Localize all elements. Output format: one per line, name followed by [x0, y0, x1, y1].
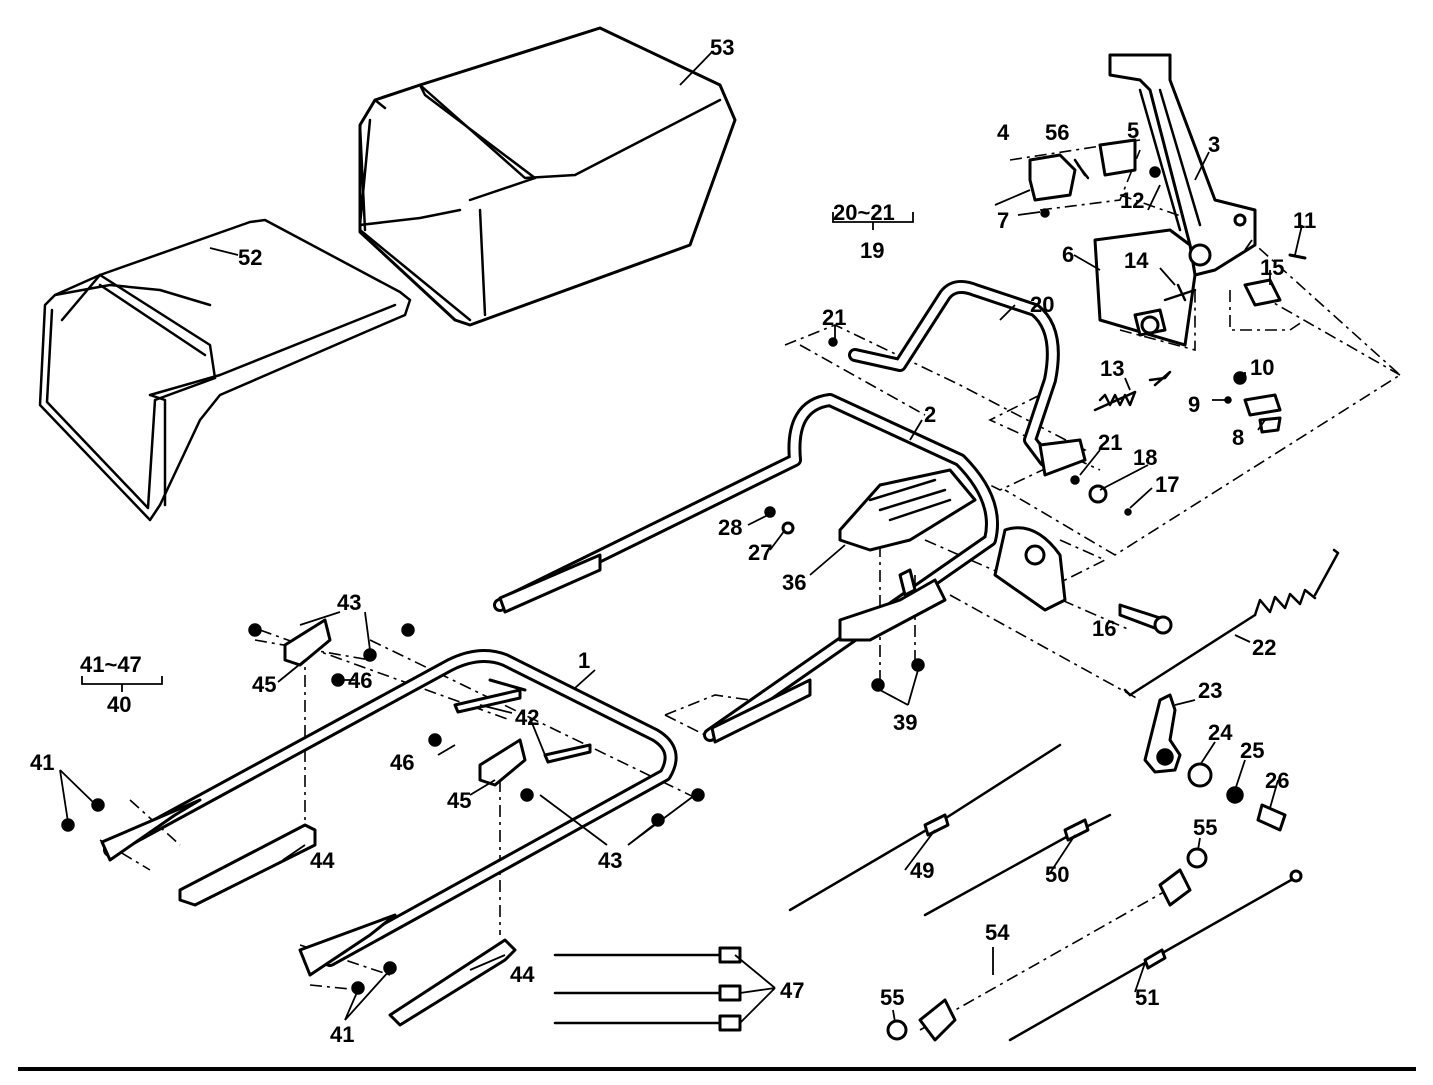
label-10: 10 [1250, 355, 1274, 380]
control-bail-20 [848, 279, 1087, 477]
label-51: 51 [1135, 985, 1159, 1010]
label-25: 25 [1240, 738, 1264, 763]
label-43-bottom: 43 [598, 848, 622, 873]
label-leaders [59, 51, 1303, 1024]
part-labels: 1 2 3 4 5 6 7 8 9 10 11 12 13 14 15 16 1… [30, 35, 1316, 1047]
label-4: 4 [997, 120, 1010, 145]
tube-54 [886, 847, 1208, 1042]
bag-frame-52 [38, 218, 412, 522]
label-55-right: 55 [1193, 815, 1217, 840]
label-54: 54 [985, 920, 1010, 945]
label-44-bottom: 44 [510, 962, 535, 987]
label-21-top: 21 [822, 305, 846, 330]
shift-control-36 [838, 468, 977, 642]
cable-22 [1123, 548, 1340, 697]
grass-bag-53 [358, 26, 737, 327]
label-11: 11 [1293, 208, 1316, 233]
label-28: 28 [718, 515, 742, 540]
label-55-bottom: 55 [880, 985, 904, 1010]
label-9: 9 [1188, 392, 1200, 417]
label-50: 50 [1045, 862, 1069, 887]
label-46-bottom: 46 [390, 750, 414, 775]
bottom-rule [18, 1067, 1416, 1071]
label-56: 56 [1045, 120, 1069, 145]
label-26: 26 [1265, 768, 1289, 793]
label-44-top: 44 [310, 848, 335, 873]
handle-hardware [61, 618, 705, 1027]
pivot-hardware [1093, 253, 1307, 434]
label-8: 8 [1232, 425, 1244, 450]
label-52: 52 [238, 245, 262, 270]
label-6: 6 [1062, 242, 1074, 267]
lower-handle-1 [100, 649, 678, 977]
label-23: 23 [1198, 678, 1222, 703]
label-13: 13 [1100, 356, 1124, 381]
label-18: 18 [1133, 445, 1157, 470]
label-5: 5 [1127, 118, 1139, 143]
label-40: 40 [107, 692, 131, 717]
label-17: 17 [1155, 472, 1179, 497]
label-47: 47 [780, 978, 804, 1003]
label-15: 15 [1260, 255, 1284, 280]
label-53: 53 [710, 35, 734, 60]
label-41-left: 41 [30, 750, 54, 775]
label-20: 20 [1030, 292, 1054, 317]
cable-ties-47 [553, 946, 742, 1032]
label-42: 42 [515, 705, 539, 730]
label-19-range: 20~21 [833, 200, 895, 225]
label-2: 2 [924, 402, 936, 427]
label-46-top: 46 [348, 668, 372, 693]
label-7: 7 [997, 208, 1009, 233]
bolt-16-nuts-39 [871, 603, 1173, 692]
control-bracket-3 [1028, 53, 1257, 347]
label-22: 22 [1252, 635, 1276, 660]
label-24: 24 [1208, 720, 1233, 745]
label-45-top: 45 [252, 672, 276, 697]
label-27: 27 [748, 540, 772, 565]
label-1: 1 [578, 648, 590, 673]
label-45-bottom: 45 [447, 788, 471, 813]
label-49: 49 [910, 858, 934, 883]
label-14: 14 [1124, 248, 1149, 273]
label-43-top: 43 [337, 590, 361, 615]
label-39: 39 [893, 710, 917, 735]
label-21-right: 21 [1098, 430, 1122, 455]
label-41-bottom: 41 [330, 1022, 354, 1047]
label-16: 16 [1092, 616, 1116, 641]
label-3: 3 [1208, 132, 1220, 157]
label-19: 19 [860, 238, 884, 263]
upper-handle-2 [493, 393, 1067, 744]
label-36: 36 [782, 570, 806, 595]
label-40-range: 41~47 [80, 652, 142, 677]
cables-49-51 [788, 743, 1303, 1042]
label-12: 12 [1120, 188, 1144, 213]
